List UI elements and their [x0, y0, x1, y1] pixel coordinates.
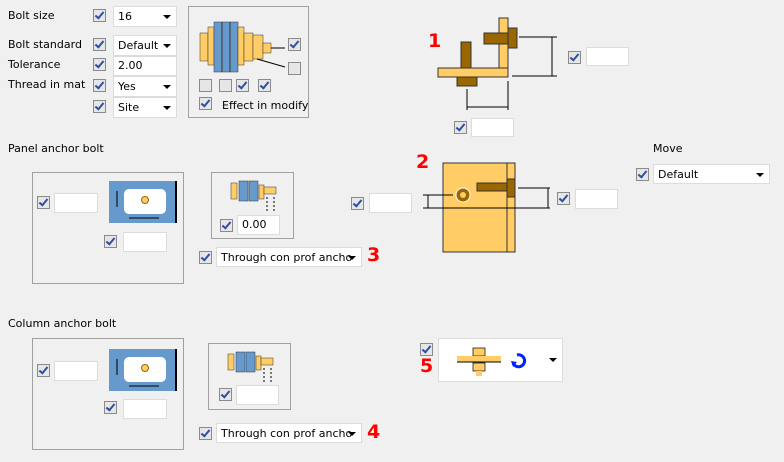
column-offset-group: [208, 343, 291, 410]
site-checkbox[interactable]: [93, 100, 106, 113]
column-type-value: Through con prof ancho: [221, 427, 353, 440]
bolt-standard-label: Bolt standard: [8, 38, 82, 51]
marker-5: 5: [420, 355, 434, 377]
marker-2: 2: [416, 151, 430, 173]
bolt-assembly-group: Effect in modify: [188, 6, 309, 118]
panel-anchor-bolt-title: Panel anchor bolt: [8, 142, 104, 155]
bolt-size-value: 16: [118, 10, 132, 23]
marker-3: 3: [367, 244, 381, 266]
washer3-checkbox[interactable]: [236, 79, 249, 92]
thread-in-mat-checkbox[interactable]: [93, 79, 106, 92]
column-offset-input[interactable]: [236, 385, 279, 405]
bolt-orientation-checkbox[interactable]: [420, 343, 433, 356]
bolt-assembly-image: [199, 21, 286, 73]
panel-type-select[interactable]: Through con prof ancho: [216, 247, 362, 267]
bolt-standard-select[interactable]: Default: [113, 35, 177, 56]
panel-slot-height-checkbox[interactable]: [37, 196, 50, 209]
move-label: Move: [653, 142, 683, 155]
bolt-standard-checkbox[interactable]: [93, 38, 106, 51]
chevron-down-icon: [163, 44, 171, 48]
column-slot-height-input[interactable]: [54, 361, 98, 381]
move-value: Default: [658, 168, 699, 181]
chevron-down-icon: [549, 358, 557, 362]
tolerance-input[interactable]: 2.00: [113, 56, 177, 76]
panel-slot-height-input[interactable]: [54, 193, 98, 213]
panel-slot-width-checkbox[interactable]: [104, 235, 117, 248]
bolt-standard-value: Default: [118, 39, 159, 52]
panel-bolt-dim-checkbox[interactable]: [557, 192, 570, 205]
panel-offset-image: [230, 180, 277, 211]
horizontal-dim-checkbox[interactable]: [454, 121, 467, 134]
panel-slot-image: [109, 181, 177, 223]
chevron-down-icon: [756, 173, 764, 177]
column-type-checkbox[interactable]: [199, 427, 212, 440]
panel-bolt-diagram: [423, 162, 550, 253]
washer-end-checkbox[interactable]: [288, 62, 301, 75]
marker-1: 1: [428, 30, 442, 52]
vertical-dim-checkbox[interactable]: [568, 51, 581, 64]
washer1-checkbox[interactable]: [199, 79, 212, 92]
column-offset-checkbox[interactable]: [219, 388, 232, 401]
tolerance-label: Tolerance: [8, 58, 61, 71]
angle-bolt-diagram: [437, 17, 557, 110]
horizontal-dim-input[interactable]: [471, 118, 514, 137]
panel-offset-checkbox[interactable]: [220, 219, 233, 232]
bolt-orientation-select[interactable]: [438, 338, 563, 382]
bolt-orientation-image: [457, 347, 527, 376]
column-type-select[interactable]: Through con prof ancho: [216, 423, 362, 443]
washer4-checkbox[interactable]: [258, 79, 271, 92]
column-slot-image: [109, 349, 177, 391]
site-value: Site: [118, 101, 140, 114]
vertical-dim-input[interactable]: [586, 47, 629, 66]
chevron-down-icon: [163, 15, 171, 19]
chevron-down-icon: [348, 432, 356, 436]
bolt-size-checkbox[interactable]: [93, 9, 106, 22]
panel-offset-input[interactable]: 0.00: [237, 215, 280, 235]
effect-in-modify-label: Effect in modify: [222, 99, 309, 112]
panel-edge-dim-input[interactable]: [369, 193, 412, 213]
effect-in-modify-checkbox[interactable]: [199, 97, 212, 110]
column-slot-width-checkbox[interactable]: [104, 401, 117, 414]
chevron-down-icon: [163, 85, 171, 89]
move-select[interactable]: Default: [653, 164, 770, 184]
bolt-size-label: Bolt size: [8, 9, 55, 22]
panel-slot-width-input[interactable]: [123, 232, 167, 252]
panel-edge-dim-checkbox[interactable]: [351, 197, 364, 210]
thread-in-mat-label: Thread in mat: [8, 78, 86, 91]
column-slot-group: [32, 338, 184, 450]
bolt-size-select[interactable]: 16: [113, 6, 177, 27]
panel-offset-group: 0.00: [211, 172, 294, 239]
column-anchor-bolt-title: Column anchor bolt: [8, 317, 117, 330]
panel-type-value: Through con prof ancho: [221, 251, 353, 264]
move-checkbox[interactable]: [636, 168, 649, 181]
chevron-down-icon: [348, 256, 356, 260]
nut-checkbox[interactable]: [288, 38, 301, 51]
tolerance-checkbox[interactable]: [93, 58, 106, 71]
column-offset-image: [227, 351, 274, 382]
panel-type-checkbox[interactable]: [199, 251, 212, 264]
column-slot-height-checkbox[interactable]: [37, 364, 50, 377]
thread-value: Yes: [118, 80, 136, 93]
panel-slot-group: [32, 172, 184, 284]
panel-bolt-dim-input[interactable]: [575, 189, 618, 209]
column-slot-width-input[interactable]: [123, 399, 167, 419]
thread-in-mat-select[interactable]: Yes: [113, 76, 177, 97]
site-select[interactable]: Site: [113, 97, 177, 118]
chevron-down-icon: [163, 106, 171, 110]
washer2-checkbox[interactable]: [219, 79, 232, 92]
marker-4: 4: [367, 421, 381, 443]
